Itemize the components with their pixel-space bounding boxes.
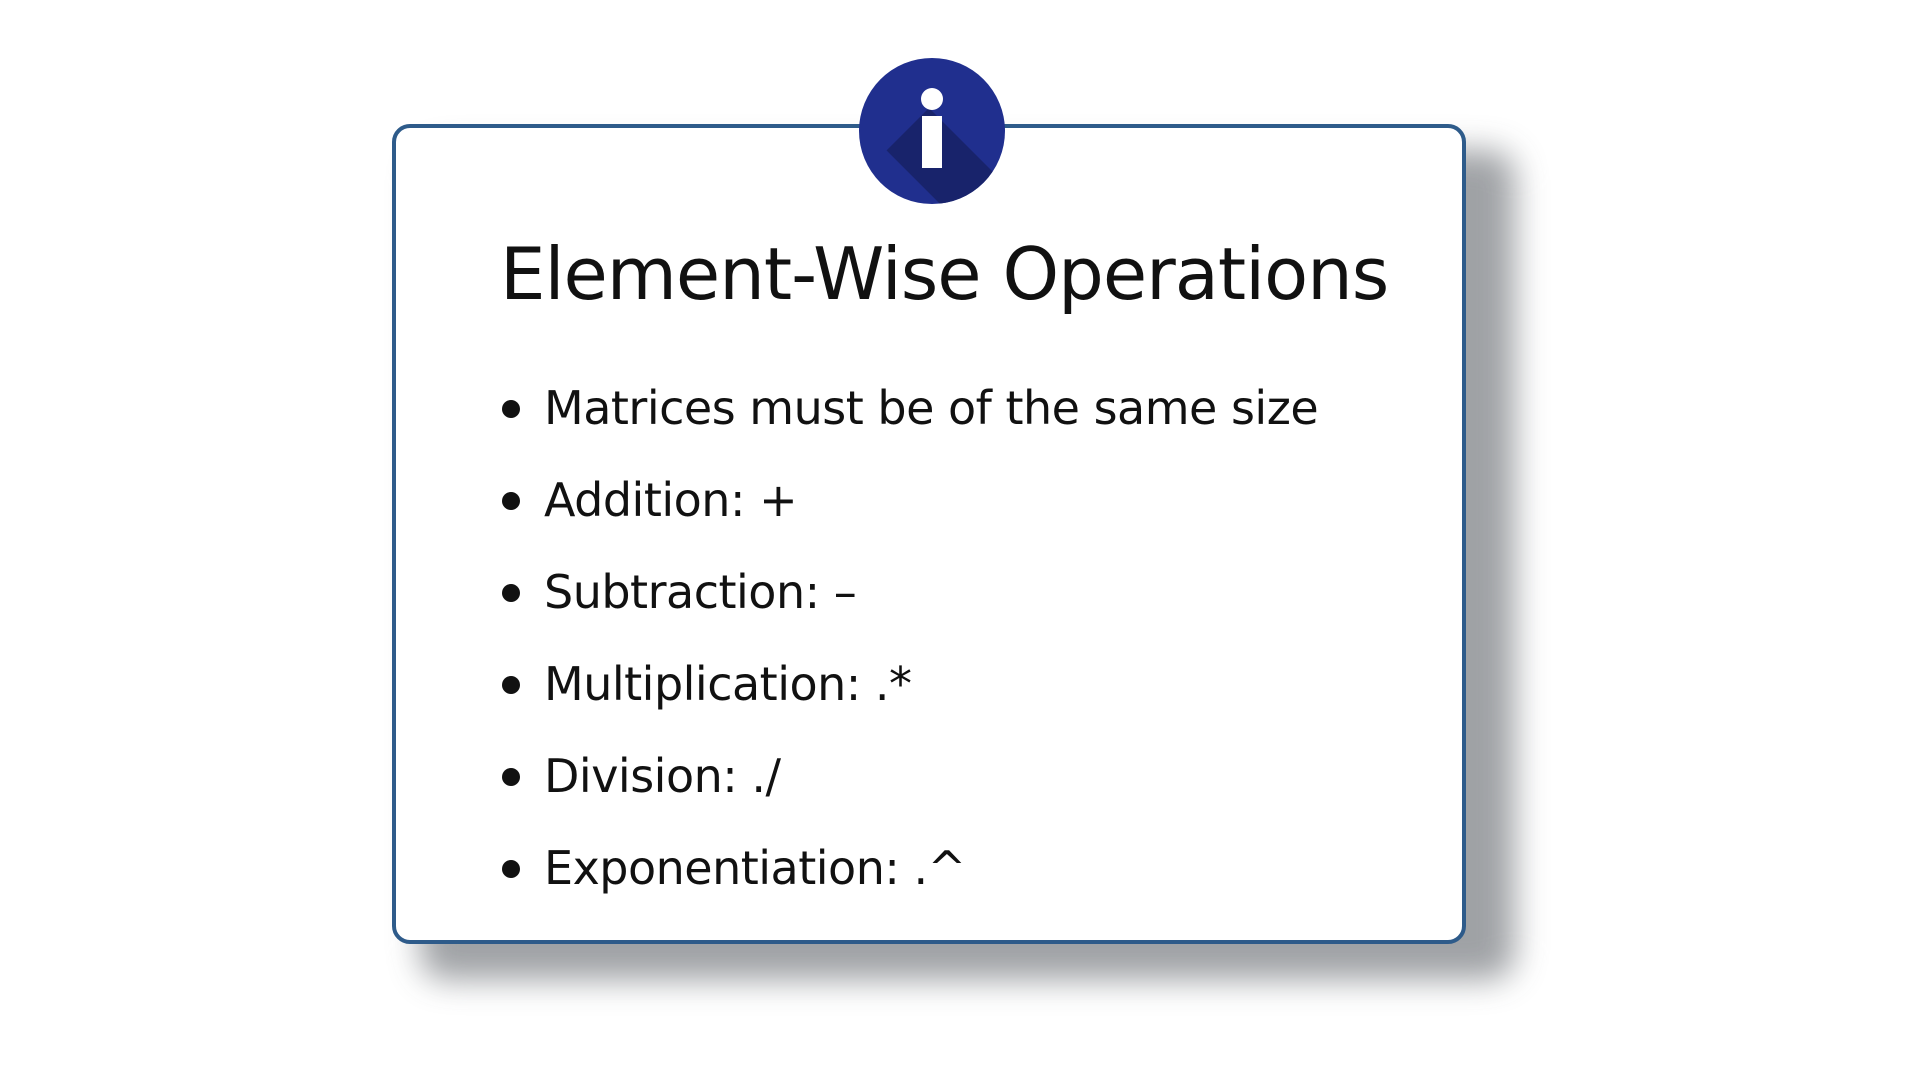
list-item-text: Addition: +	[544, 473, 798, 527]
info-card	[392, 124, 1466, 944]
info-icon	[859, 58, 1005, 204]
bullet-icon	[502, 492, 520, 510]
list-item-text: Division: ./	[544, 749, 781, 803]
list-item: Matrices must be of the same size	[500, 370, 1319, 462]
list-item: Subtraction: –	[500, 554, 1318, 646]
list-item: Division: ./	[500, 738, 1318, 830]
bullet-icon	[502, 768, 520, 786]
bullet-icon	[502, 584, 520, 602]
list-item-text: Matrices must be of the same size	[544, 381, 1319, 435]
bullet-icon	[502, 676, 520, 694]
list-item-text: Subtraction: –	[544, 565, 857, 619]
list-item: Multiplication: .*	[500, 646, 1318, 738]
bullet-icon	[502, 860, 520, 878]
bullet-list: Matrices must be of the same size Additi…	[500, 370, 1319, 922]
list-item-text: Exponentiation: .^	[544, 841, 966, 895]
card-title: Element-Wise Operations	[500, 232, 1389, 316]
list-item: Addition: +	[500, 462, 1318, 554]
info-glyph	[921, 88, 943, 168]
list-item: Exponentiation: .^	[500, 830, 1318, 922]
list-item-text: Multiplication: .*	[544, 657, 912, 711]
bullet-icon	[502, 400, 520, 418]
